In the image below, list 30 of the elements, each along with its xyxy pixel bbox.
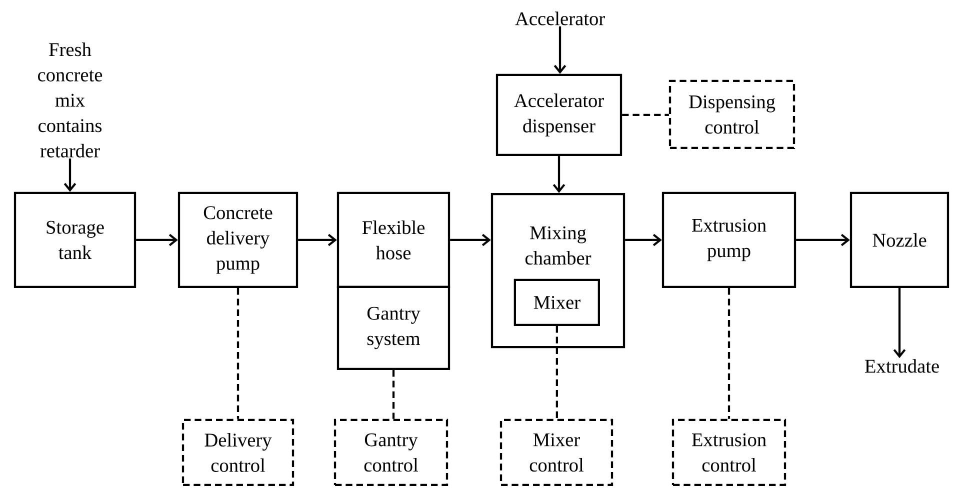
arrow	[136, 234, 178, 246]
connector-line	[556, 326, 558, 419]
connector-line	[236, 288, 240, 419]
connector-line	[728, 288, 730, 419]
control-box: Delivery control	[182, 418, 294, 486]
arrow	[450, 234, 491, 246]
process-box: Storage tank	[14, 192, 136, 288]
flow-label: Fresh concrete mix contains retarder	[38, 42, 102, 158]
arrow	[552, 156, 566, 193]
process-box: Accelerator dispenser	[496, 74, 622, 156]
process-box: Extrusion pump	[662, 192, 796, 288]
arrow	[893, 288, 906, 358]
control-box: Gantry control	[334, 418, 448, 486]
flow-label: Accelerator	[515, 12, 605, 26]
connector-line	[622, 114, 669, 116]
control-box: Dispensing control	[668, 80, 796, 150]
process-box: Gantry system	[336, 286, 450, 370]
process-box: Concrete delivery pump	[178, 192, 298, 288]
arrow	[298, 234, 337, 246]
flow-label: Extrudate	[865, 359, 939, 373]
arrow	[64, 158, 76, 192]
control-box: Mixer control	[500, 418, 614, 486]
arrow	[625, 234, 662, 246]
process-box: Nozzle	[850, 192, 950, 288]
process-box: Mixer	[514, 278, 600, 326]
arrow	[554, 26, 566, 74]
control-box: Extrusion control	[672, 418, 786, 486]
arrow	[796, 234, 850, 246]
process-box: Flexible hose	[336, 192, 450, 288]
connector-line	[392, 370, 395, 419]
